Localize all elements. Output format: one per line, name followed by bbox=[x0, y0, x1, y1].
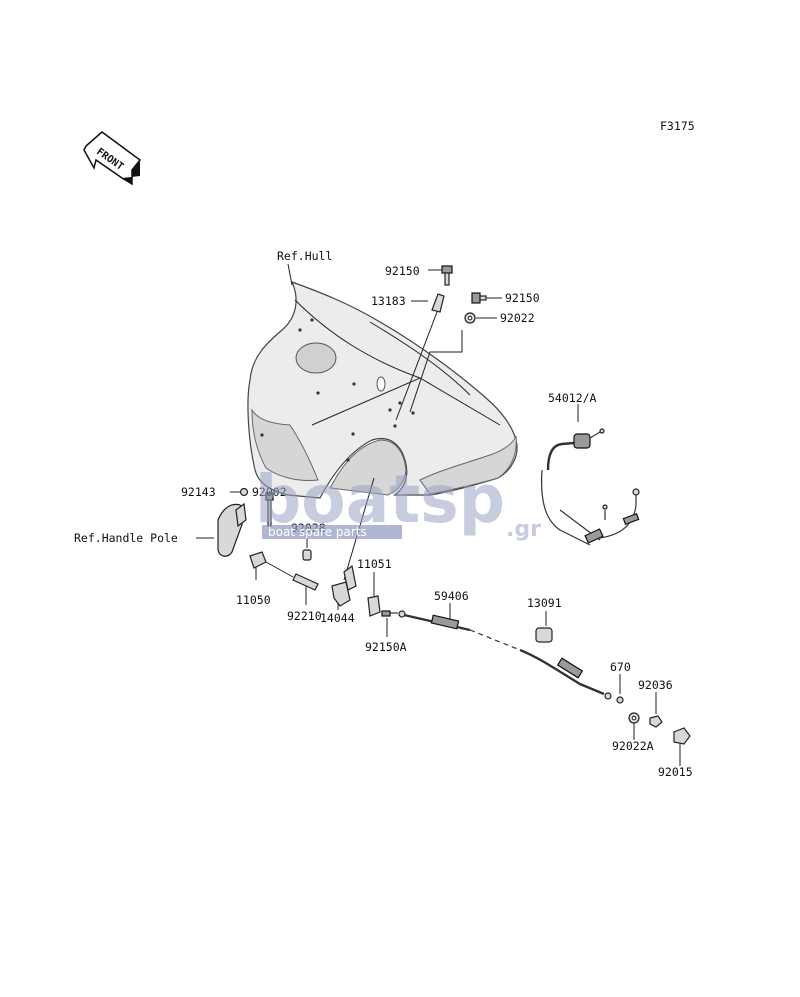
part-label-54012: 54012/A bbox=[548, 391, 597, 405]
part-13091-clamp bbox=[535, 627, 553, 643]
part-label-11051: 11051 bbox=[357, 557, 392, 571]
figure-code: F3175 bbox=[660, 119, 695, 133]
part-label-92015: 92015 bbox=[658, 765, 693, 779]
part-11050-bracket bbox=[249, 551, 267, 569]
watermark-tagline-bar bbox=[262, 525, 402, 539]
part-label-92150-top: 92150 bbox=[385, 264, 420, 278]
part-label-92143: 92143 bbox=[181, 485, 216, 499]
hull-drawing bbox=[247, 280, 518, 499]
watermark-logo-suffix: .gr bbox=[506, 517, 541, 542]
part-label-14044: 14044 bbox=[320, 611, 355, 625]
part-label-92150-right: 92150 bbox=[505, 291, 540, 305]
part-label-92022A: 92022A bbox=[612, 739, 654, 753]
part-label-92022: 92022 bbox=[500, 311, 535, 325]
part-54012-cable-assembly bbox=[540, 428, 640, 546]
part-label-92150A: 92150A bbox=[365, 640, 407, 654]
part-92143-screw bbox=[239, 487, 249, 497]
part-label-59406: 59406 bbox=[434, 589, 469, 603]
part-92036-nut bbox=[649, 715, 663, 728]
ref-handle-pole-label: Ref.Handle Pole bbox=[74, 531, 178, 545]
part-label-13091: 13091 bbox=[527, 596, 562, 610]
part-59406-cable bbox=[398, 610, 612, 700]
part-670-ring bbox=[616, 696, 624, 704]
part-92022A-washer bbox=[628, 712, 640, 724]
part-92150A-bolt bbox=[381, 610, 398, 617]
front-arrow-icon: FRONT bbox=[83, 131, 142, 186]
part-92150-bolt-top bbox=[441, 265, 453, 286]
watermark-tagline: boat spare parts bbox=[268, 525, 367, 539]
part-92028-collar bbox=[302, 549, 312, 561]
part-label-13183: 13183 bbox=[371, 294, 406, 308]
part-label-92210: 92210 bbox=[287, 609, 322, 623]
part-92210-pin bbox=[265, 561, 319, 591]
part-11051-bracket bbox=[367, 595, 381, 617]
part-label-670: 670 bbox=[610, 660, 631, 674]
part-14044-bracket bbox=[331, 564, 357, 607]
watermark-logo: boatsp .gr boat spare parts bbox=[255, 461, 541, 542]
part-92022-washer bbox=[464, 312, 476, 324]
part-label-11050: 11050 bbox=[236, 593, 271, 607]
part-label-92002: 92002 bbox=[252, 485, 287, 499]
ref-hull-label: Ref.Hull bbox=[277, 249, 332, 263]
part-92015-nut bbox=[673, 727, 691, 745]
ref-handle-pole-bracket bbox=[217, 502, 247, 557]
part-92150-bolt-right bbox=[471, 292, 487, 304]
part-label-92036: 92036 bbox=[638, 678, 673, 692]
part-13183-bracket bbox=[431, 293, 445, 313]
